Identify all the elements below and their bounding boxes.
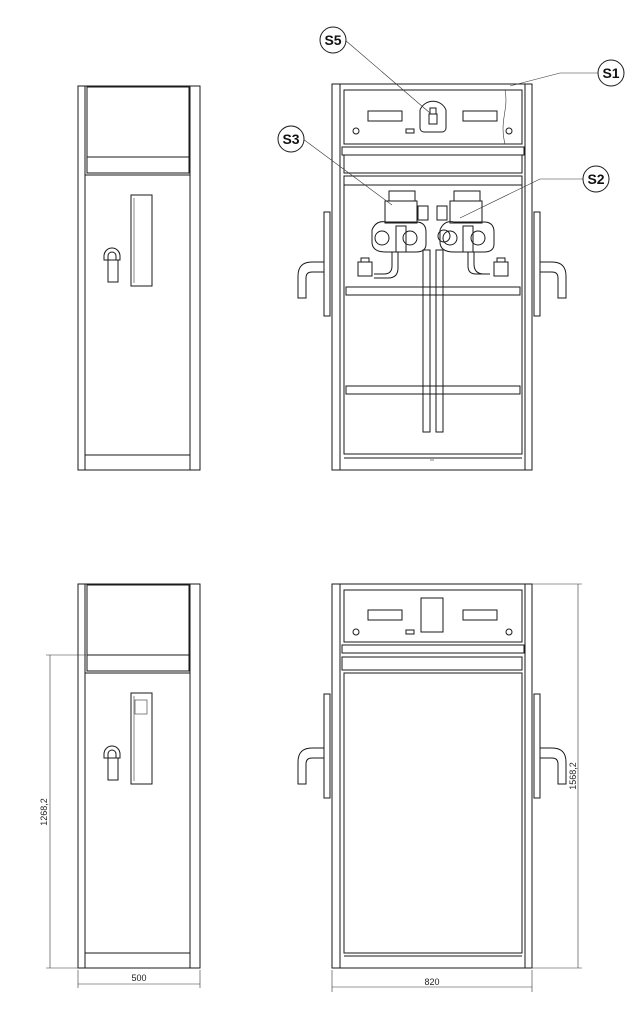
dimension-width-front: 820 bbox=[331, 970, 533, 992]
hose-hook-left bbox=[297, 211, 331, 317]
nozzle-holster bbox=[103, 247, 121, 283]
dimension-front-width-label: 820 bbox=[424, 977, 439, 987]
callout-s3: S3 bbox=[277, 125, 393, 206]
dimension-height-front: 1568,2 bbox=[532, 583, 582, 969]
dimension-side-height-label: 1268,2 bbox=[39, 798, 49, 826]
display-window bbox=[130, 194, 153, 287]
front-view-open bbox=[297, 83, 567, 471]
side-view-bottom bbox=[77, 583, 201, 969]
callout-s2-label: S2 bbox=[587, 171, 604, 187]
dimension-side-width-label: 500 bbox=[131, 973, 146, 983]
callout-s1-label: S1 bbox=[602, 65, 619, 81]
pump-meter-left bbox=[357, 190, 429, 279]
hose-hook-right bbox=[533, 211, 567, 317]
dimension-front-height-label: 1568,2 bbox=[568, 762, 578, 790]
pump-meter-right bbox=[436, 190, 509, 277]
callout-s5-label: S5 bbox=[324, 32, 341, 48]
callout-s1: S1 bbox=[509, 59, 625, 87]
callout-s3-label: S3 bbox=[282, 131, 299, 147]
front-view-closed bbox=[297, 583, 567, 969]
side-view-top bbox=[77, 85, 201, 471]
display-head bbox=[343, 89, 523, 145]
dimension-width-side: 500 bbox=[77, 970, 201, 988]
callout-s2: S2 bbox=[459, 165, 610, 219]
dimension-height-side: 1268,2 bbox=[39, 654, 86, 969]
display-head-closed bbox=[343, 589, 523, 643]
callout-s5: S5 bbox=[319, 26, 431, 114]
